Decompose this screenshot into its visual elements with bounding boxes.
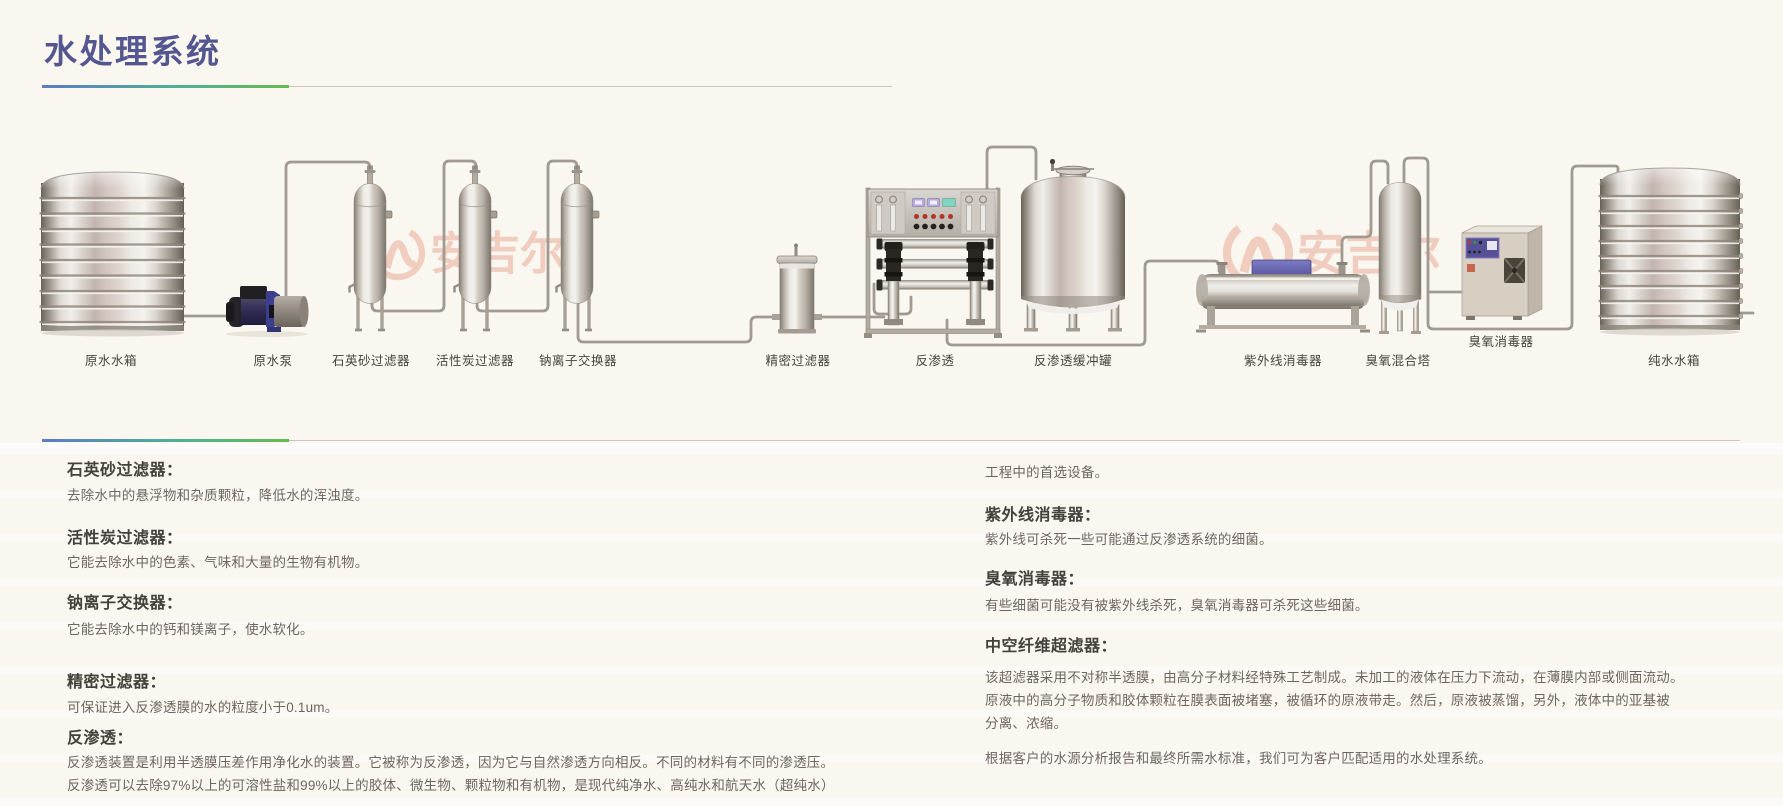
svg-text:安吉尔: 安吉尔 xyxy=(430,228,565,279)
